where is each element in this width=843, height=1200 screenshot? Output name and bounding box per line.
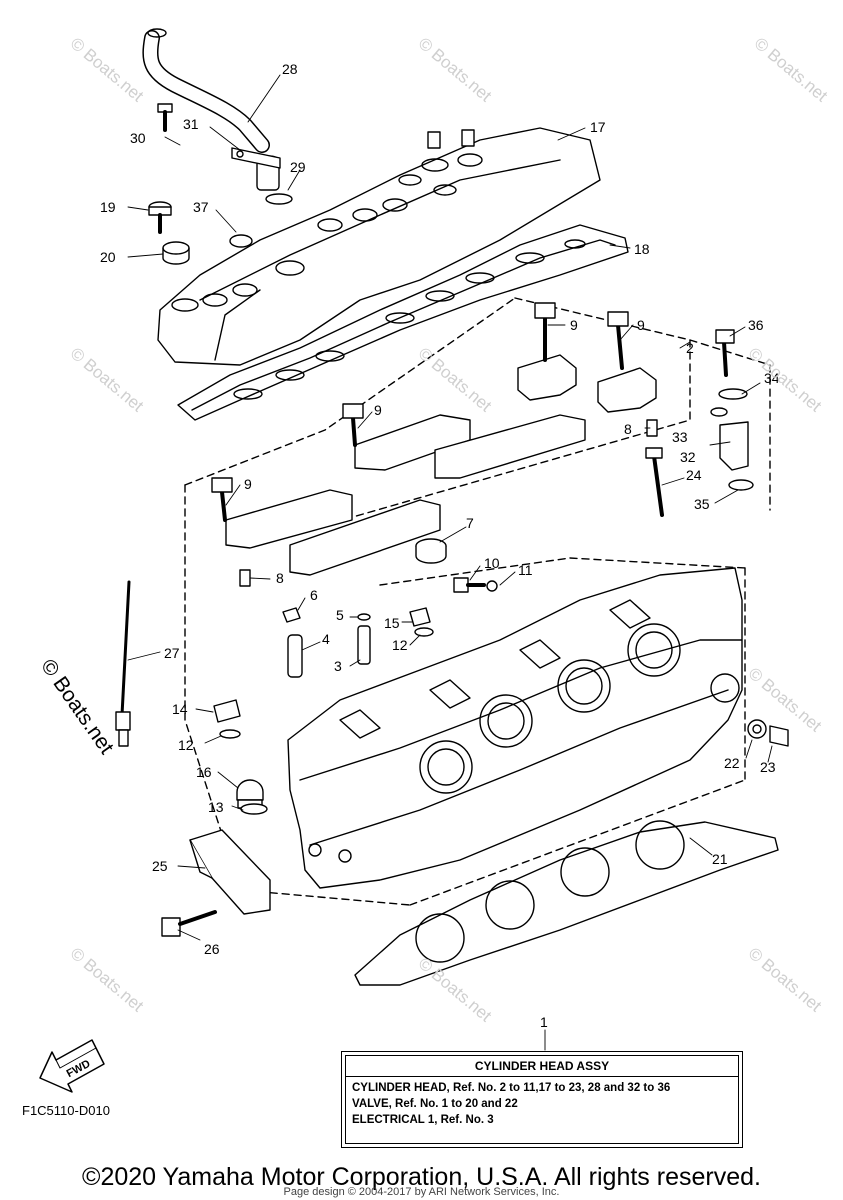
callout-14: 14 <box>172 701 188 717</box>
cylinder-head-cover <box>157 127 601 366</box>
camshaft-cap-bolt <box>220 316 728 522</box>
callout-4: 4 <box>322 631 330 647</box>
callout-1: 1 <box>540 1014 548 1030</box>
callout-5: 5 <box>336 607 344 623</box>
plug <box>229 234 253 248</box>
callout-36: 36 <box>748 317 764 333</box>
copyright-notice: ©2020 Yamaha Motor Corporation, U.S.A. A… <box>82 1163 761 1191</box>
callout-32: 32 <box>680 449 696 465</box>
callout-9a: 9 <box>570 317 578 333</box>
dowel-pin <box>239 569 251 587</box>
wire-lead <box>115 580 131 747</box>
callout-17: 17 <box>590 119 606 135</box>
cover-bolt <box>148 201 172 234</box>
callout-13: 13 <box>208 799 224 815</box>
callout-27: 27 <box>164 645 180 661</box>
cover-gasket <box>177 224 629 421</box>
page-design-credit: Page design © 2004-2017 by ARI Network S… <box>283 1186 560 1198</box>
grommet <box>162 241 190 265</box>
callout-34: 34 <box>764 370 780 386</box>
bolt-heads <box>211 302 735 493</box>
assembly-legend: CYLINDER HEAD ASSY CYLINDER HEAD, Ref. N… <box>341 1051 743 1148</box>
legend-line: VALVE, Ref. No. 1 to 20 and 22 <box>352 1098 518 1110</box>
leader-lines <box>127 74 773 1051</box>
callout-8a: 8 <box>624 421 632 437</box>
callout-20: 20 <box>100 249 116 265</box>
callout-12b: 12 <box>178 737 194 753</box>
legend-line: ELECTRICAL 1, Ref. No. 3 <box>352 1114 494 1126</box>
callout-31: 31 <box>183 116 199 132</box>
callout-21: 21 <box>712 851 728 867</box>
legend-divider <box>346 1076 738 1077</box>
callout-18: 18 <box>634 241 650 257</box>
callout-11: 11 <box>518 562 533 578</box>
callout-33: 33 <box>672 429 688 445</box>
bracket-bolt <box>161 910 217 937</box>
callout-37: 37 <box>193 199 209 215</box>
cylinder-head <box>287 567 743 889</box>
callout-10: 10 <box>484 555 500 571</box>
callout-35: 35 <box>694 496 710 512</box>
temperature-sensor <box>236 779 268 815</box>
callout-30: 30 <box>130 130 146 146</box>
callout-23: 23 <box>760 759 776 775</box>
legend-title: CYLINDER HEAD ASSY <box>474 1059 610 1073</box>
callout-24: 24 <box>686 467 702 483</box>
callout-9d: 9 <box>244 476 252 492</box>
legend-line: CYLINDER HEAD, Ref. No. 2 to 11,17 to 23… <box>352 1082 671 1094</box>
callout-9c: 9 <box>374 402 382 418</box>
thermostat-housing <box>710 388 754 491</box>
breather-hose <box>142 28 280 191</box>
hose-clamp <box>231 147 281 169</box>
head-gasket <box>354 820 779 986</box>
diagram-code: F1C5110-D010 <box>22 1103 110 1118</box>
fittings <box>213 538 498 739</box>
clamp-bolt <box>157 103 173 132</box>
callout-3: 3 <box>334 658 342 674</box>
callout-22: 22 <box>724 755 740 771</box>
callout-12a: 12 <box>392 637 408 653</box>
callout-29: 29 <box>290 159 306 175</box>
callout-9b: 9 <box>637 317 645 333</box>
legend-frame: CYLINDER HEAD ASSY CYLINDER HEAD, Ref. N… <box>345 1055 739 1144</box>
callout-8b: 8 <box>276 570 284 586</box>
callout-25: 25 <box>152 858 168 874</box>
callout-19: 19 <box>100 199 116 215</box>
callout-26: 26 <box>204 941 220 957</box>
callout-15: 15 <box>384 615 400 631</box>
bracket <box>189 829 271 915</box>
assembly-outline <box>184 297 771 906</box>
fwd-arrow-icon <box>39 1039 105 1093</box>
callout-7: 7 <box>466 515 474 531</box>
callout-16: 16 <box>196 764 212 780</box>
o-ring <box>265 193 293 205</box>
callout-2: 2 <box>686 340 694 356</box>
drain-bolt <box>747 719 789 747</box>
callout-6: 6 <box>310 587 318 603</box>
camshaft-cap <box>225 354 657 576</box>
valve-guide <box>282 607 371 678</box>
callout-28: 28 <box>282 61 298 77</box>
